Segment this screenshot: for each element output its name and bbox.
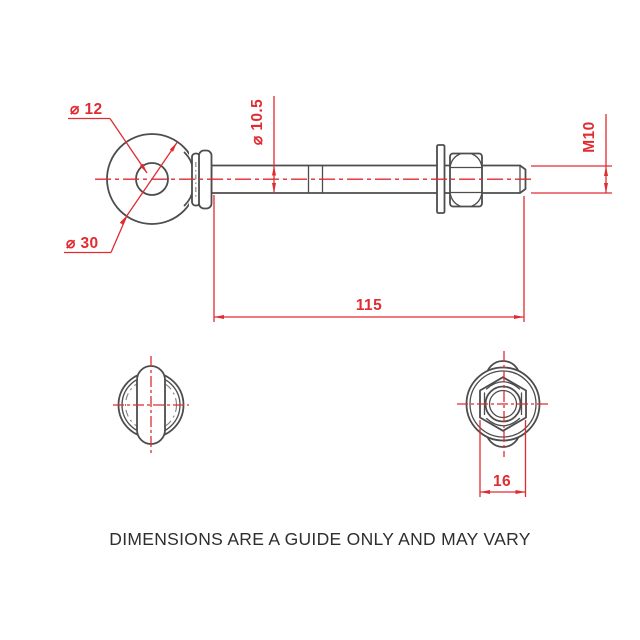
- thread-size-label: M10: [581, 121, 598, 152]
- dimension-thread: M10: [531, 114, 612, 194]
- center-lines: [95, 178, 549, 457]
- collar: [183, 149, 213, 210]
- dimension-nut-width: 16: [479, 420, 527, 497]
- hex-nut-side: [449, 152, 483, 208]
- dimension-length: 115: [213, 195, 525, 322]
- eye-outer-diameter-label: ⌀ 30: [66, 235, 98, 252]
- dimension-shank-diameter: ⌀ 10.5: [249, 96, 276, 193]
- eye-hole-diameter-label: ⌀ 12: [70, 101, 102, 118]
- shank-length-label: 115: [356, 297, 382, 314]
- dimension-eye-outer: ⌀ 30: [64, 142, 178, 254]
- disclaimer-note: DIMENSIONS ARE A GUIDE ONLY AND MAY VARY: [109, 529, 531, 549]
- shank-diameter-label: ⌀ 10.5: [249, 99, 266, 145]
- nut-across-flats-label: 16: [493, 473, 511, 490]
